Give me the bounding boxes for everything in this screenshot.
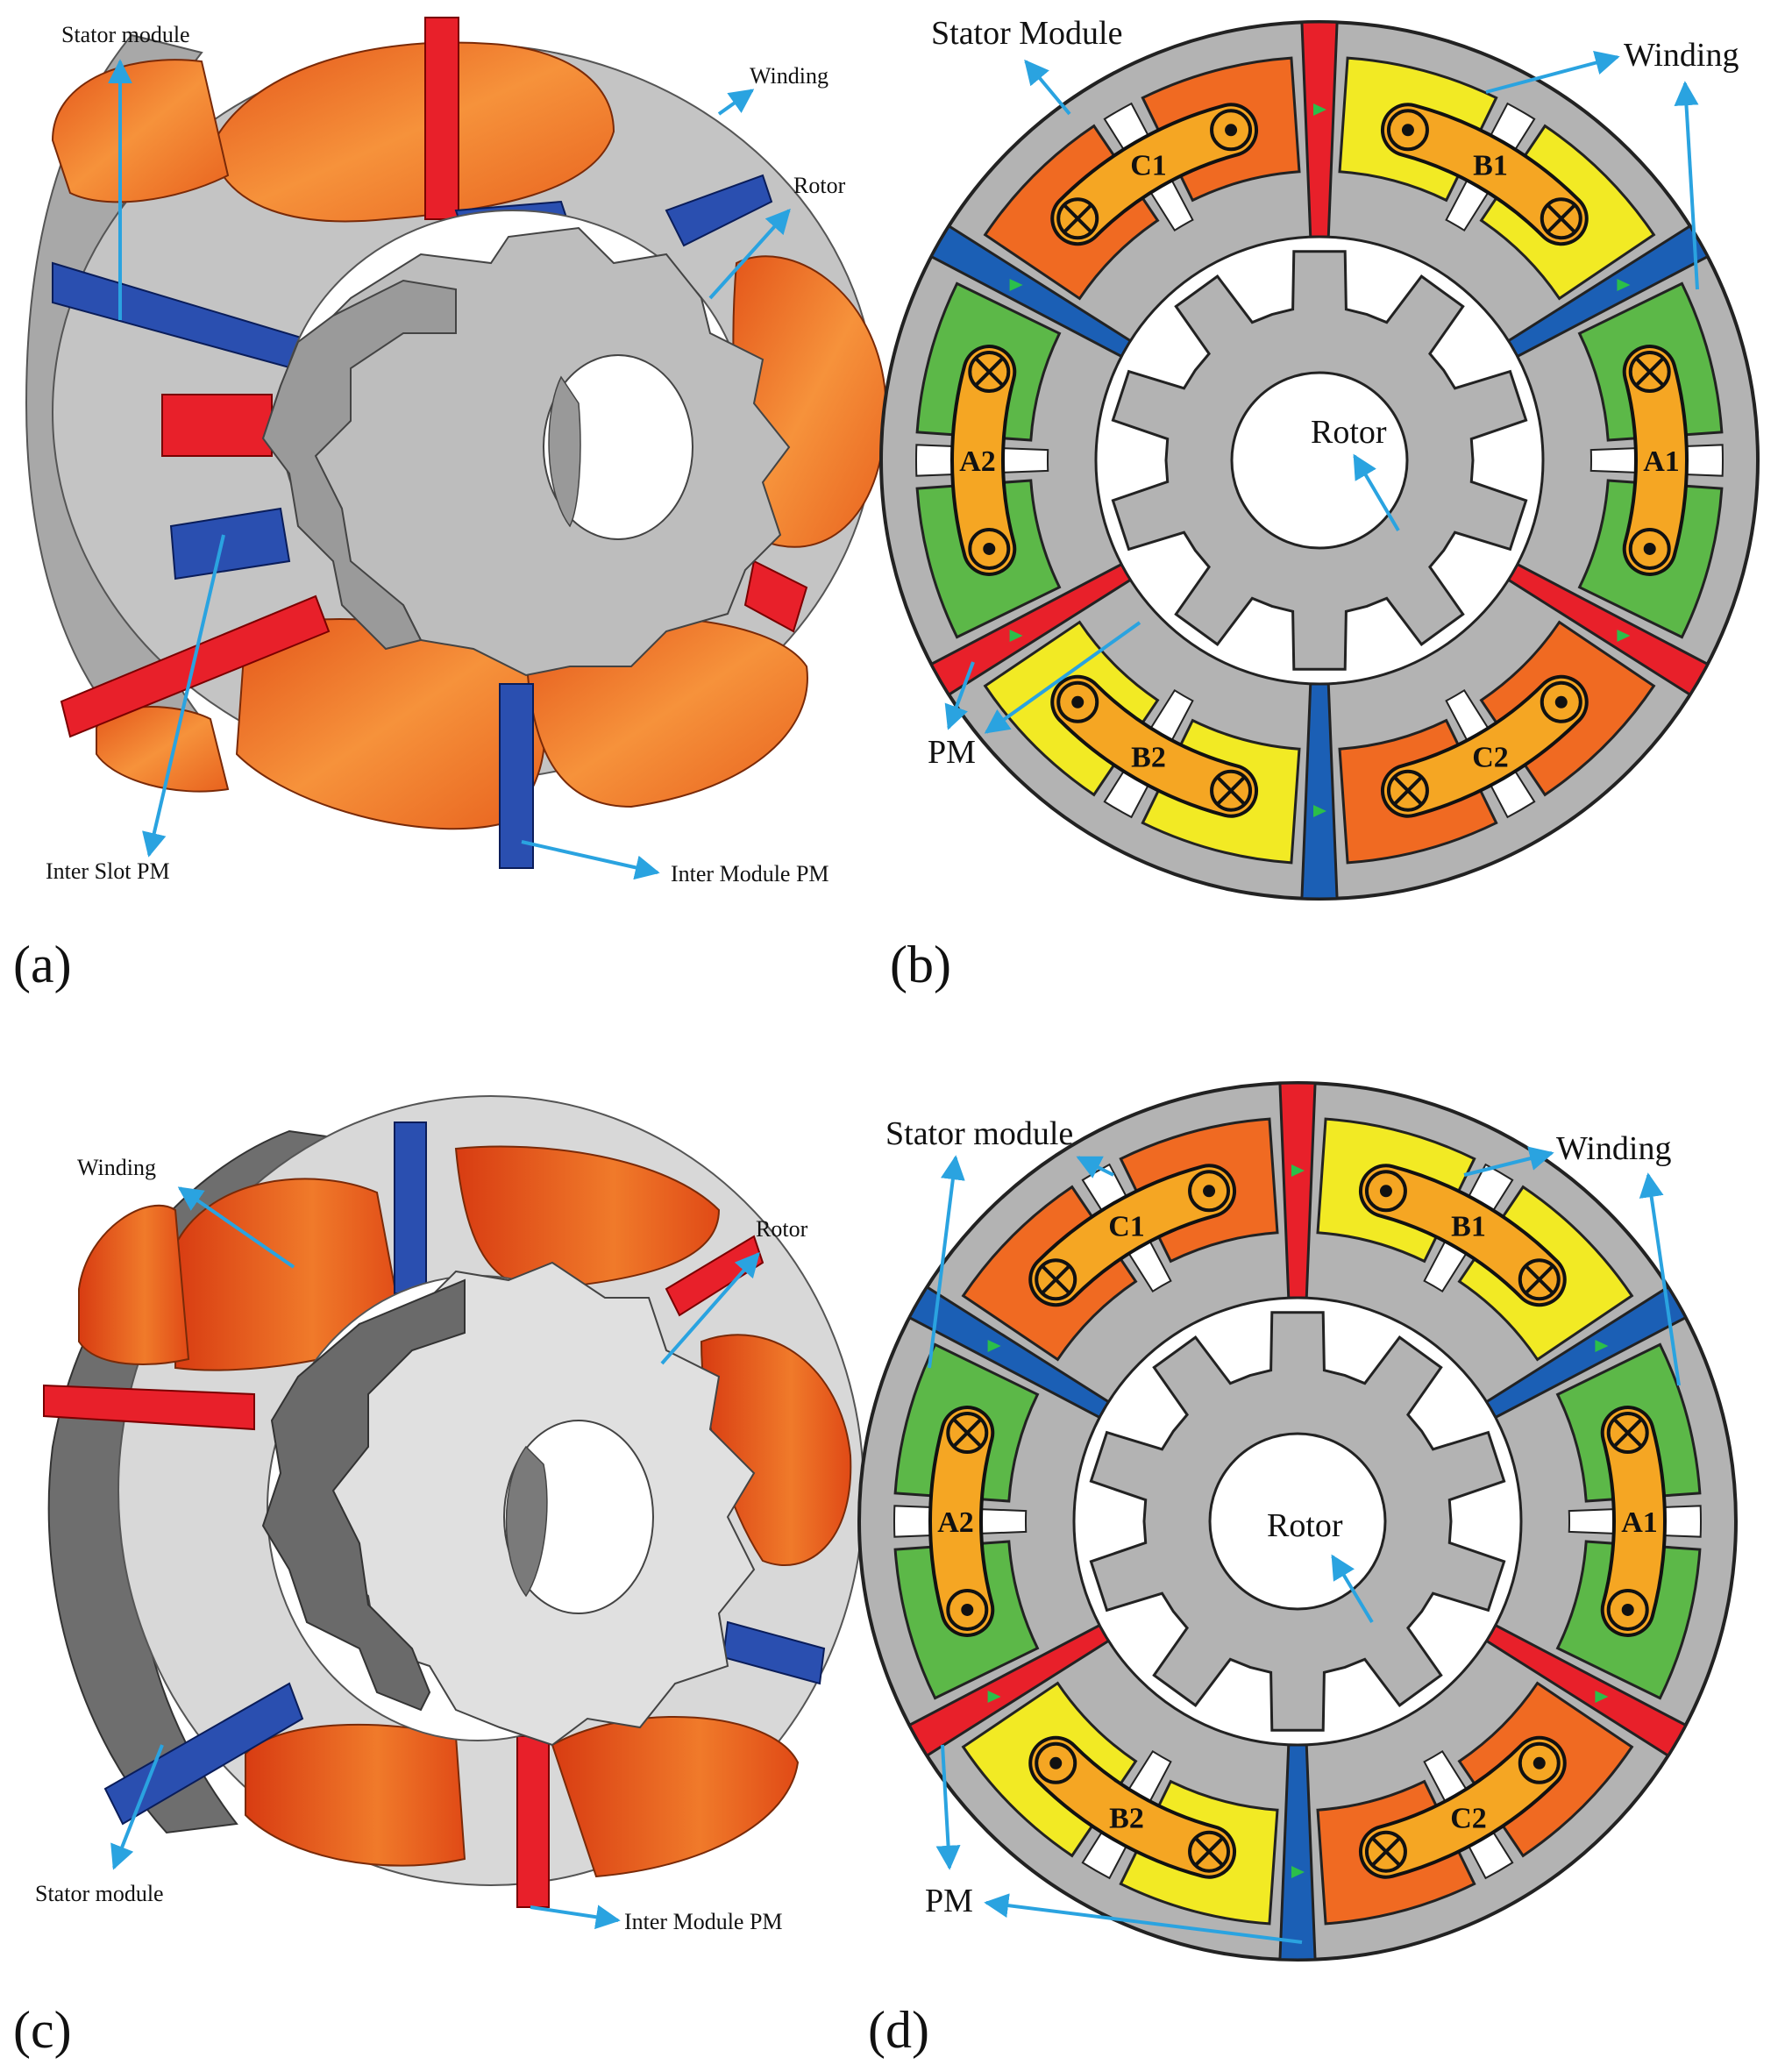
coil-label: B2 — [1109, 1803, 1144, 1835]
panel-c: Winding Rotor Stator module Inter Module… — [13, 1095, 864, 2059]
pm-red — [60, 595, 331, 738]
coil-c2: C2 — [1358, 1735, 1567, 1879]
labels-b: Stator Module Winding Rotor PM (b) — [890, 15, 1739, 993]
pm-red — [743, 559, 808, 633]
label-stator-module: Stator module — [35, 1881, 164, 1906]
coil-label: C1 — [1108, 1210, 1145, 1242]
panel-tag-b: (b) — [890, 936, 951, 993]
pm-blue — [499, 683, 534, 869]
coil-c1: C1 — [1028, 1164, 1237, 1307]
pm-red — [161, 394, 273, 457]
rotor-c — [261, 1261, 756, 1747]
pm-blue — [394, 1121, 427, 1294]
magnetization-arrow — [1595, 1691, 1609, 1703]
label-winding: Winding — [750, 63, 828, 89]
coil-c1: C1 — [1050, 103, 1259, 246]
magnets-c — [43, 1121, 826, 1908]
coil-label: C1 — [1130, 149, 1167, 182]
panel-a: Stator module Winding Rotor Inter Slot P… — [13, 17, 887, 993]
label-stator-module: Stator module — [885, 1115, 1073, 1152]
labels-d: Stator module Winding Rotor PM (d) — [868, 1115, 1681, 2059]
pm-blue — [665, 174, 773, 247]
magnetization-arrow — [1009, 279, 1023, 291]
label-winding: Winding — [1624, 37, 1739, 74]
coil-b2: B2 — [1050, 674, 1259, 818]
panel-tag-d: (d) — [868, 2001, 929, 2059]
magnetization-arrow — [1313, 805, 1326, 817]
coil-b1: B1 — [1380, 103, 1589, 246]
coil-label: A2 — [959, 445, 996, 478]
label-winding: Winding — [77, 1155, 156, 1180]
coil-a2: A2 — [928, 1406, 995, 1637]
label-inter-module-pm: Inter Module PM — [624, 1909, 783, 1934]
label-winding: Winding — [1556, 1130, 1671, 1167]
coil-b1: B1 — [1358, 1164, 1567, 1307]
magnets-a — [52, 17, 808, 869]
coil-label: A1 — [1643, 445, 1680, 478]
magnetization-arrow — [1595, 1340, 1609, 1352]
coil-label: C2 — [1472, 742, 1509, 774]
pm-red — [516, 1735, 550, 1908]
coil-a1: A1 — [1600, 1406, 1667, 1637]
label-stator-module: Stator Module — [931, 15, 1122, 52]
label-rotor: Rotor — [756, 1216, 808, 1242]
magnetization-arrow — [1291, 1866, 1305, 1878]
coil-a1: A1 — [1622, 345, 1689, 576]
label-inter-slot-pm: Inter Slot PM — [46, 858, 170, 884]
magnetization-arrow — [987, 1691, 1001, 1703]
magnetization-arrow — [987, 1340, 1001, 1352]
panel-tag-a: (a) — [13, 936, 72, 993]
magnetization-arrow — [1617, 630, 1631, 642]
coil-label: B1 — [1473, 149, 1508, 182]
coil-label: A2 — [937, 1506, 974, 1539]
label-rotor: Rotor — [1311, 414, 1387, 451]
rotor-shaft-hole — [1230, 371, 1409, 550]
coil-c2: C2 — [1380, 674, 1589, 818]
label-pm: PM — [925, 1883, 973, 1919]
panel-tag-c: (c) — [13, 2001, 72, 2059]
rotor-a — [261, 226, 791, 677]
label-rotor: Rotor — [1267, 1507, 1343, 1544]
magnetization-arrow — [1291, 1164, 1305, 1177]
label-pm: PM — [928, 734, 976, 771]
magnetization-arrow — [1009, 630, 1023, 642]
coil-label: C2 — [1450, 1803, 1487, 1835]
pm-blue — [169, 507, 291, 580]
windings-c — [78, 1145, 852, 1878]
magnetization-arrow — [1617, 279, 1631, 291]
coil-label: B1 — [1451, 1210, 1486, 1242]
label-inter-module-pm: Inter Module PM — [671, 861, 829, 886]
coil-label: B2 — [1131, 742, 1166, 774]
label-stator-module: Stator module — [61, 22, 190, 47]
pm-blue — [103, 1682, 304, 1826]
pm-red — [424, 17, 459, 220]
pm-red — [43, 1384, 255, 1431]
coil-label: A1 — [1621, 1506, 1658, 1539]
coil-a2: A2 — [950, 345, 1017, 576]
coil-b2: B2 — [1028, 1735, 1237, 1879]
label-rotor: Rotor — [793, 173, 846, 198]
magnetization-arrow — [1313, 103, 1326, 116]
